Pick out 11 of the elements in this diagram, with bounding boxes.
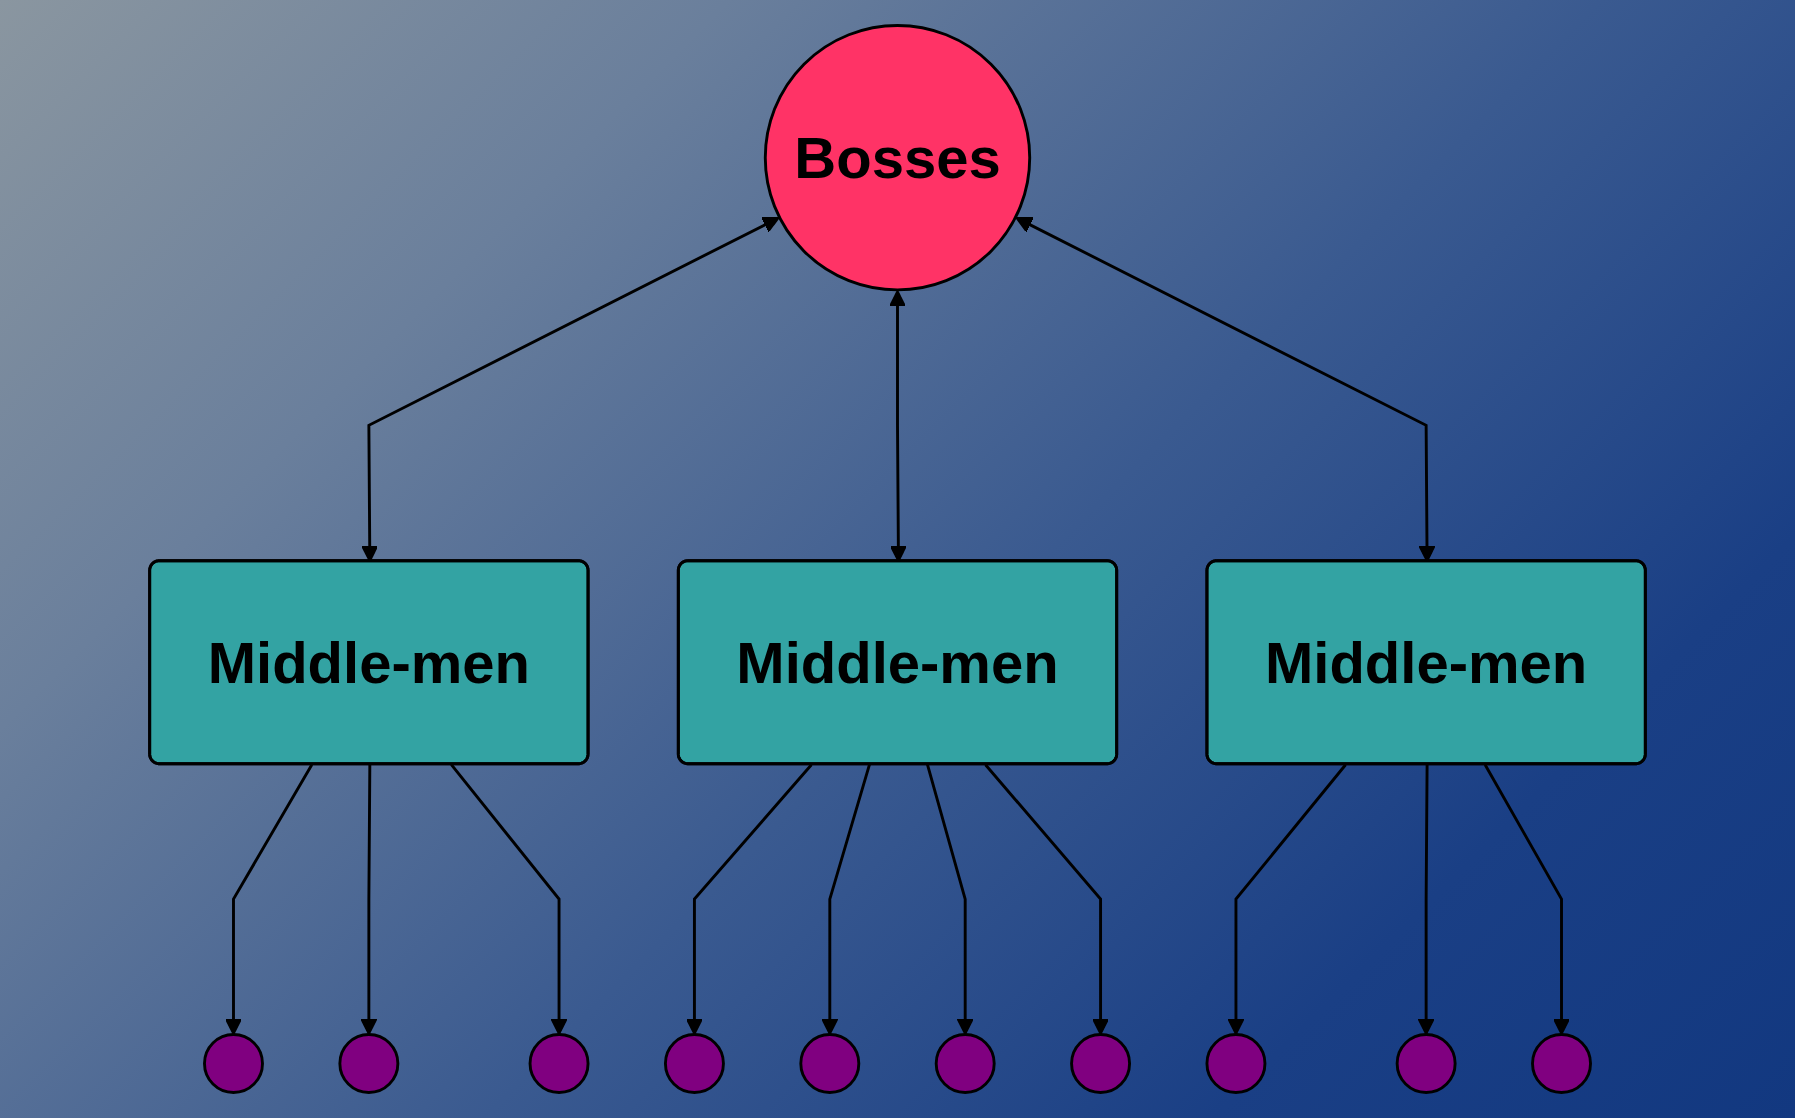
node-circle: Bosses [763,24,1032,292]
node-ellipse [934,1033,996,1094]
node-ellipse [1205,1033,1267,1094]
node-ellipse [1070,1033,1132,1094]
node-ellipse [1531,1033,1592,1094]
node-ellipse [799,1033,861,1094]
node-ellipse [663,1033,725,1094]
node-ellipse [528,1033,590,1094]
node-ellipse [1395,1033,1457,1094]
node-ellipse [338,1033,400,1094]
node-ellipse [203,1033,264,1094]
